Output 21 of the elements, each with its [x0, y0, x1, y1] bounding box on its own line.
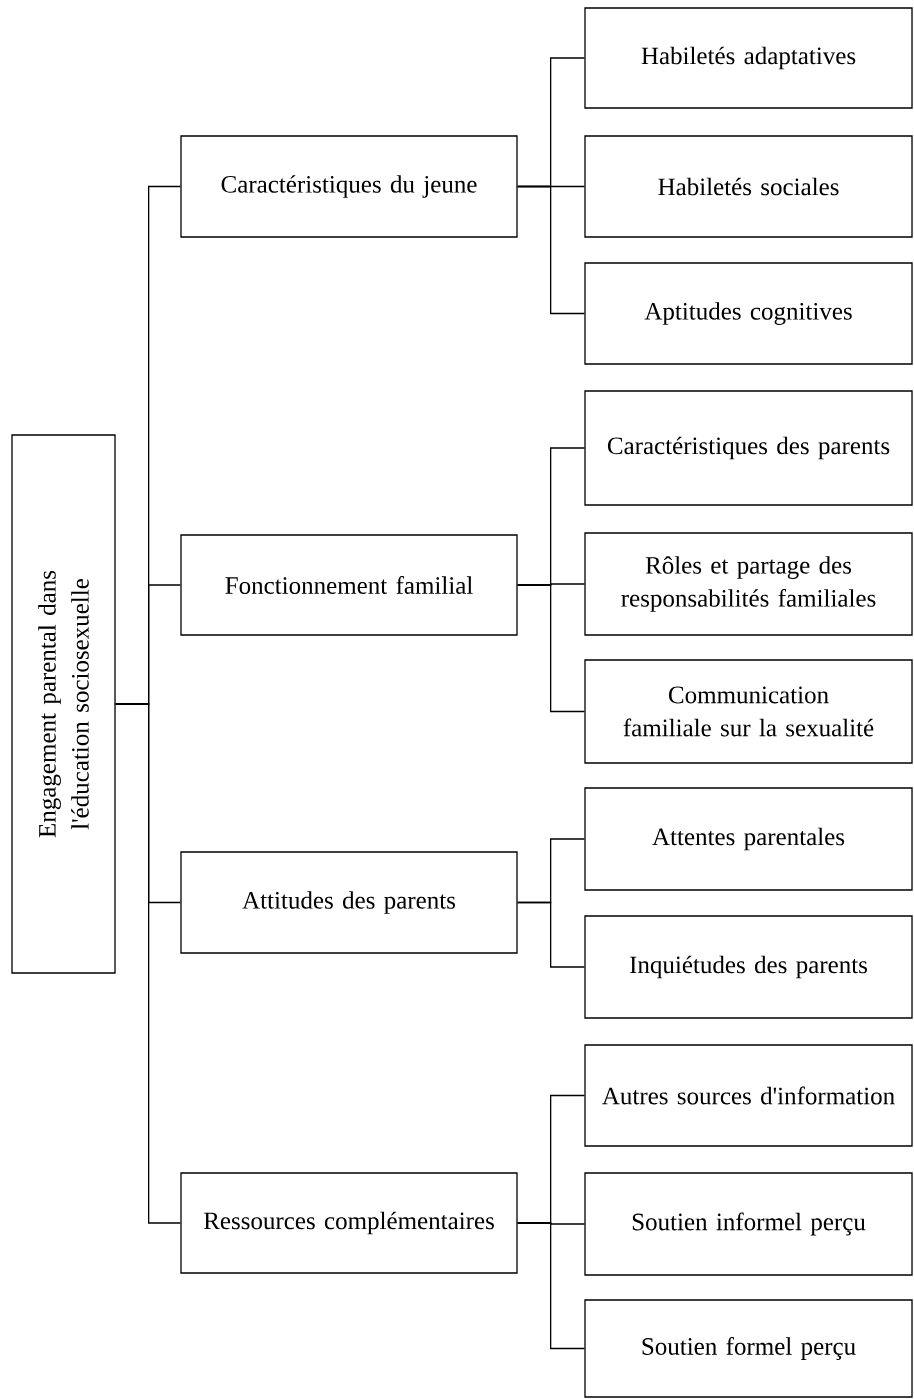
connector: [517, 1222, 585, 1350]
category-box: Attitudes des parents: [180, 851, 518, 954]
connector: [517, 901, 585, 968]
connector: [517, 584, 585, 713]
connector: [517, 185, 585, 315]
factor-box: Caractéristiques des parents: [584, 390, 913, 506]
factor-box: Attentes parentales: [584, 787, 913, 891]
category-box: Fonctionnement familial: [180, 534, 518, 636]
category-box: Ressources complémentaires: [180, 1172, 518, 1274]
connector: [115, 703, 181, 1224]
factor-box: Soutien informel perçu: [584, 1172, 913, 1276]
factor-box: Aptitudes cognitives: [584, 262, 913, 365]
factor-box: Habiletés adaptatives: [584, 7, 913, 109]
factor-box: Autres sources d'information: [584, 1044, 913, 1147]
factor-box: Soutien formel perçu: [584, 1299, 913, 1398]
factor-box: Communication familiale sur la sexualité: [584, 659, 913, 764]
root-box: Engagement parental dans l'éducation sociosexuelle: [11, 434, 116, 974]
factor-box: Inquiétudes des parents: [584, 915, 913, 1019]
category-box: Caractéristiques du jeune: [180, 135, 518, 238]
factor-box: Habiletés sociales: [584, 135, 913, 238]
factor-box: Rôles et partage des responsabilités familiales: [584, 532, 913, 636]
